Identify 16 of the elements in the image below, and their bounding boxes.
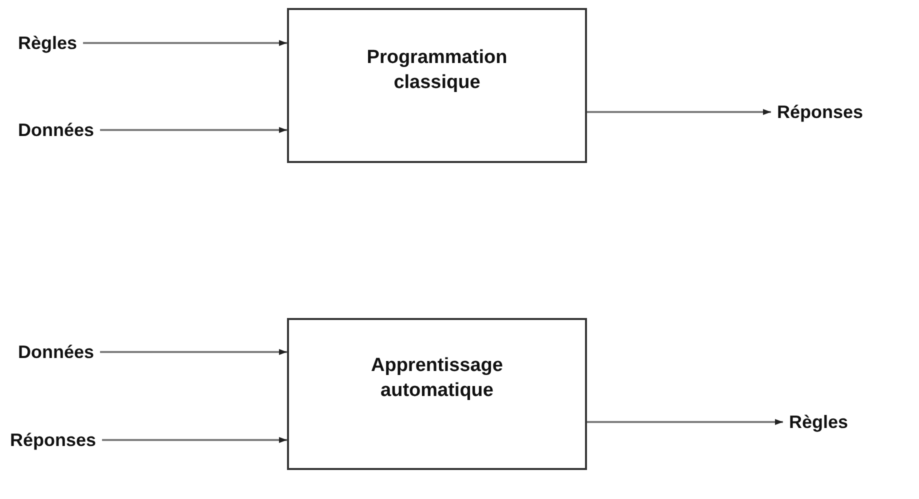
arrow	[83, 40, 287, 46]
flow-label: Règles	[18, 32, 78, 54]
process-box	[287, 8, 587, 163]
flow-label: Données	[18, 120, 94, 140]
flow-label: Règles	[789, 412, 848, 432]
arrow	[587, 419, 783, 425]
flow-label: Réponses	[10, 430, 96, 450]
flow-label: Données	[18, 342, 94, 362]
arrow	[100, 127, 287, 133]
box-label: Apprentissage automatique	[370, 354, 504, 403]
process-box	[287, 318, 587, 470]
arrow	[100, 349, 287, 355]
flow-label: Réponses	[777, 102, 864, 122]
box-label: Programmation classique	[366, 46, 508, 94]
arrow	[102, 437, 287, 443]
arrow	[587, 109, 771, 115]
